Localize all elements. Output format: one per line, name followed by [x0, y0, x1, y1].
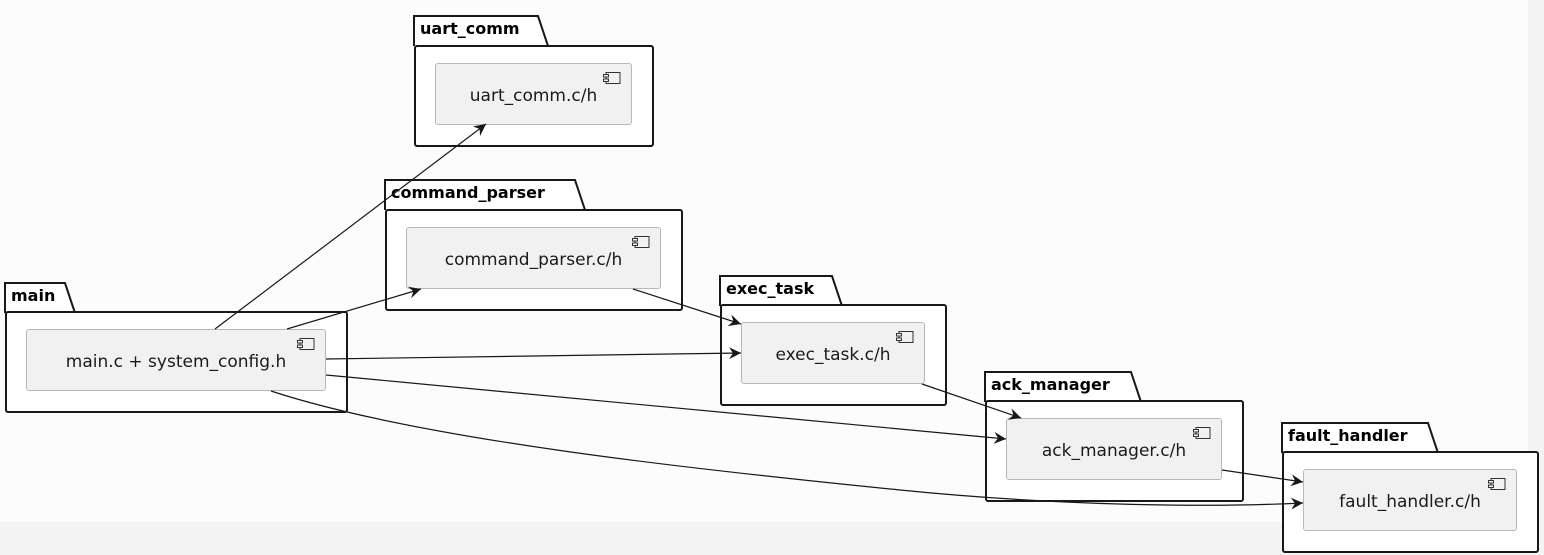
- component-fault-handler[interactable]: fault_handler.c/h: [1303, 469, 1517, 531]
- component-icon: [1488, 478, 1506, 490]
- package-title: ack_manager: [991, 375, 1110, 394]
- package-title: fault_handler: [1288, 426, 1408, 445]
- component-label: exec_task.c/h: [775, 345, 891, 365]
- component-label: main.c + system_config.h: [65, 352, 287, 372]
- package-tab: command_parser: [384, 179, 586, 211]
- component-uart-comm[interactable]: uart_comm.c/h: [435, 63, 632, 125]
- component-icon: [632, 236, 650, 248]
- component-label: ack_manager.c/h: [1041, 441, 1187, 461]
- component-label: command_parser.c/h: [444, 250, 623, 270]
- component-label: fault_handler.c/h: [1339, 492, 1481, 512]
- package-tab: ack_manager: [984, 371, 1142, 403]
- component-icon: [603, 72, 621, 84]
- package-tab: main: [4, 282, 76, 314]
- package-tab: uart_comm: [413, 15, 549, 47]
- component-icon: [896, 331, 914, 343]
- dependency-arrow-main-to-exec-task: [325, 347, 742, 360]
- component-main[interactable]: main.c + system_config.h: [26, 329, 326, 391]
- package-title: uart_comm: [420, 19, 520, 38]
- canvas-edge: [1528, 0, 1544, 522]
- package-tab: exec_task: [719, 275, 843, 307]
- component-exec-task[interactable]: exec_task.c/h: [741, 322, 925, 384]
- package-title: exec_task: [726, 279, 815, 298]
- package-title: command_parser: [391, 183, 545, 202]
- package-tab: fault_handler: [1281, 422, 1439, 454]
- component-icon: [297, 338, 315, 350]
- component-label: uart_comm.c/h: [469, 86, 598, 106]
- component-ack-manager[interactable]: ack_manager.c/h: [1006, 418, 1222, 480]
- package-title: main: [11, 286, 56, 305]
- component-command-parser[interactable]: command_parser.c/h: [406, 227, 661, 289]
